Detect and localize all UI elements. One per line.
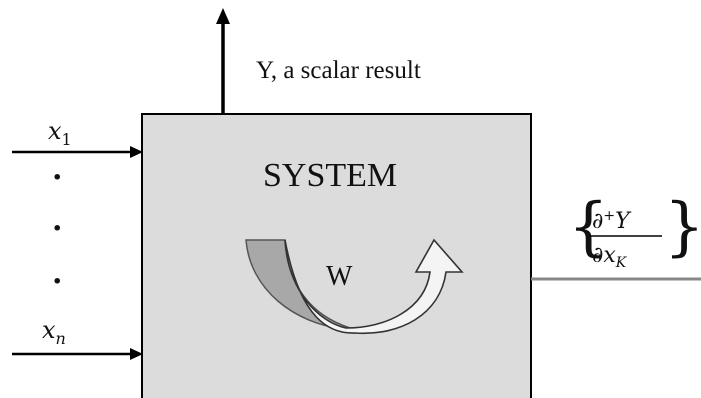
input-xn-label: xn <box>42 316 66 348</box>
system-label: SYSTEM <box>263 157 397 194</box>
denominator-var: ∂x <box>592 243 616 268</box>
input-ellipsis-dot: · <box>52 264 62 299</box>
weights-label: W <box>326 261 353 292</box>
numerator-var: Y <box>615 209 632 234</box>
input-x1-subscript: 1 <box>62 130 72 149</box>
input-x1-symbol: x <box>48 117 62 145</box>
input-xn-symbol: x <box>42 316 56 344</box>
numerator-partial: ∂ <box>592 209 603 234</box>
weights-cycle-icon <box>245 238 464 335</box>
derivative-numerator: ∂+Y <box>592 208 632 234</box>
output-arrow <box>216 8 230 114</box>
derivative-expression: { ∂+Y ∂xK } <box>568 190 701 271</box>
input-xn-arrow <box>12 348 143 360</box>
left-brace: { <box>568 190 609 264</box>
input-x1-arrow <box>12 146 143 158</box>
numerator-sup: + <box>603 208 615 224</box>
input-ellipsis-dot: · <box>52 211 62 246</box>
input-ellipsis-dot: · <box>52 160 62 195</box>
denominator-sub: K <box>615 255 628 271</box>
input-xn-subscript: n <box>56 329 66 348</box>
output-label: Y, a scalar result <box>256 57 421 84</box>
system-box <box>141 113 532 398</box>
right-brace: } <box>664 190 701 264</box>
input-x1-label: x1 <box>48 117 72 149</box>
derivative-denominator: ∂xK <box>592 243 628 271</box>
light-curved-arrow <box>284 238 464 335</box>
